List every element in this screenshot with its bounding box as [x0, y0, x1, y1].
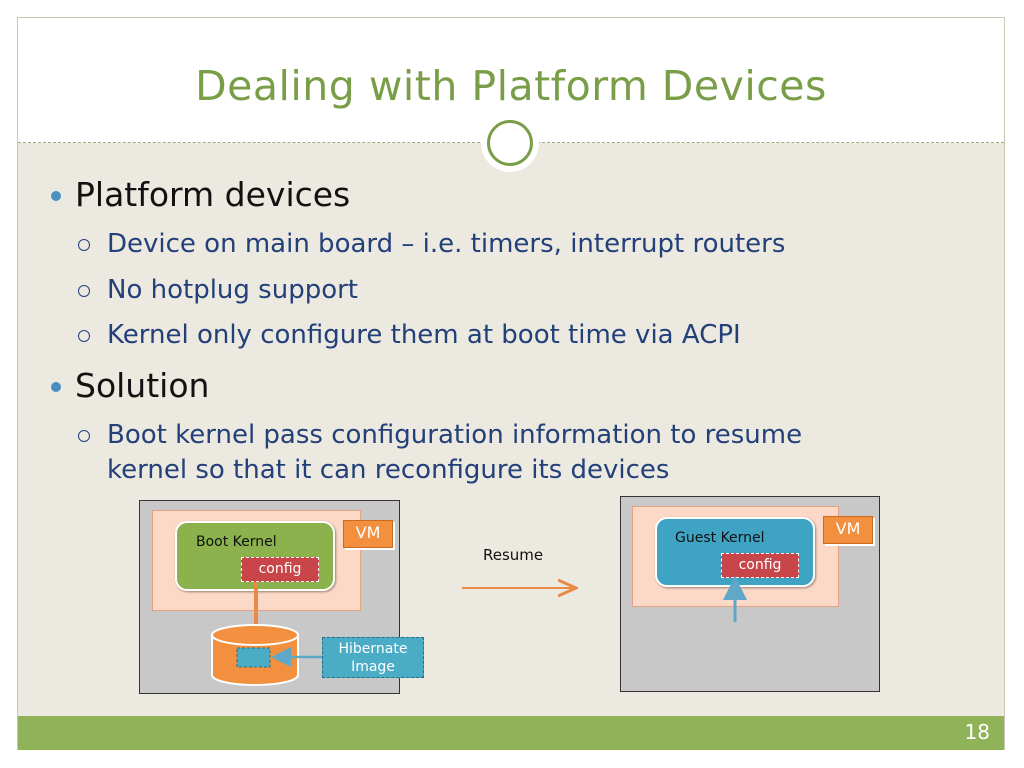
sub-bullet-circle-icon [78, 330, 90, 342]
vm-badge: VM [823, 516, 873, 544]
sub-bullet-line-1: Boot kernel pass configuration informati… [107, 420, 803, 450]
guest-config-box: config [721, 553, 799, 578]
bullet-dot-icon [51, 382, 61, 392]
sub-bullet-text: Kernel only configure them at boot time … [107, 320, 741, 350]
sub-bullet-no-hotplug: No hotplug support [78, 273, 358, 308]
hibernate-image-block [236, 647, 271, 668]
sub-bullet-circle-icon [78, 239, 90, 251]
sub-bullet-circle-icon [78, 285, 90, 297]
guest-kernel-label: Guest Kernel [675, 530, 765, 546]
vm-badge: VM [343, 520, 393, 548]
bullet-text: Platform devices [75, 175, 351, 214]
bullet-dot-icon [51, 191, 61, 201]
sub-bullet-device-on-main-board: Device on main board – i.e. timers, inte… [78, 227, 786, 262]
bullet-platform-devices: Platform devices [51, 175, 351, 214]
title-area: Dealing with Platform Devices [18, 18, 1004, 142]
slide-title: Dealing with Platform Devices [195, 62, 827, 110]
sub-bullet-text: No hotplug support [107, 275, 358, 305]
boot-config-box: config [241, 557, 319, 582]
sub-bullet-boot-kernel-pass-config: Boot kernel pass configuration informati… [78, 418, 803, 488]
resume-label: Resume [483, 546, 544, 564]
hibernate-label-line-1: Hibernate [338, 641, 408, 657]
sub-bullet-text: Device on main board – i.e. timers, inte… [107, 229, 786, 259]
sub-bullet-kernel-config-acpi: Kernel only configure them at boot time … [78, 318, 741, 353]
bullet-text: Solution [75, 366, 210, 405]
hibernate-image-label: Hibernate Image [322, 637, 424, 678]
emblem-ring-icon [487, 120, 533, 166]
page-number: 18 [964, 720, 990, 744]
sub-bullet-line-2: kernel so that it can reconfigure its de… [107, 455, 670, 485]
hibernate-label-line-2: Image [351, 659, 395, 675]
bullet-solution: Solution [51, 366, 210, 405]
sub-bullet-circle-icon [78, 430, 90, 442]
boot-kernel-label: Boot Kernel [196, 534, 277, 550]
footer-bar [18, 716, 1004, 750]
